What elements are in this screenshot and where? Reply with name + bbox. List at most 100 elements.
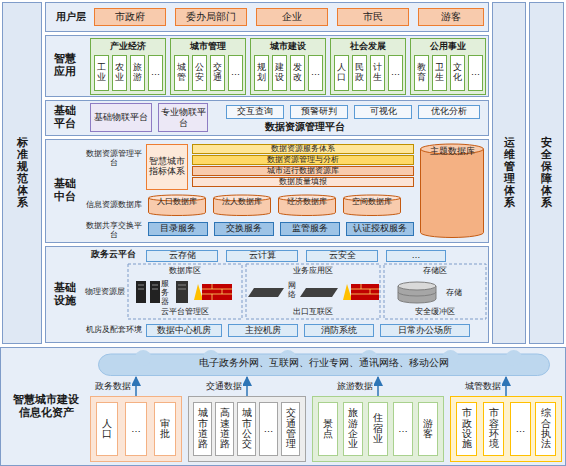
asset-item: 游客: [418, 402, 438, 456]
node-text: 文化: [453, 63, 462, 83]
app-group: 城市建设规划建设发改…: [250, 38, 326, 95]
node-text: 云计算: [249, 251, 276, 261]
node-text: …: [151, 68, 160, 78]
app-item: 建设: [272, 55, 287, 91]
function-box: 预警研判: [290, 105, 348, 119]
node-text: 发改: [293, 63, 302, 83]
function-box: 交互查询: [226, 105, 284, 119]
side-column: 运维管理体系: [492, 2, 526, 344]
annotation-label: 信息资源数据库: [84, 200, 144, 209]
edge-label: 政务数据: [94, 381, 132, 391]
cloud-service-box: …: [386, 250, 446, 262]
node-text: 城管: [177, 63, 186, 83]
node-text: 日常办公场所: [398, 326, 452, 336]
cloud-service-box: 云计算: [226, 250, 298, 262]
asset-item: 城市公交: [237, 402, 256, 456]
node-text: 智慧应用: [53, 53, 77, 78]
node-text: 市政府: [115, 12, 145, 23]
node-text: …: [311, 68, 320, 78]
annotation-label: 服务器: [161, 279, 169, 307]
asset-item: 市容环境: [483, 402, 504, 456]
node-text: 人口: [337, 63, 346, 83]
edge-label: 交通数据: [205, 381, 243, 391]
annotation-label: 数据资源管理平台: [86, 149, 142, 167]
app-item: …: [388, 55, 403, 91]
node-text: 用户层: [53, 11, 89, 23]
node-text: 交通: [213, 63, 222, 83]
cloud-service-box: 云存储: [146, 250, 218, 262]
node-text: 基础物联平台: [94, 112, 148, 122]
node-text: 规划: [257, 63, 266, 83]
asset-item: 高速道路: [215, 402, 234, 456]
cloud-service-box: 数据中心机房: [146, 324, 222, 337]
annotation-label: 云平台管理区: [128, 307, 242, 316]
app-item: …: [148, 55, 163, 91]
node-text: …: [391, 68, 400, 78]
node-text: …: [131, 424, 141, 434]
node-text: 计生: [373, 63, 382, 83]
node-text: 建设: [275, 63, 284, 83]
platform-box: 基础物联平台: [90, 103, 152, 132]
app-item: 卫生: [432, 55, 447, 91]
node-text: 智慧城市指标体系: [148, 157, 186, 177]
network-cloud: 电子政务外网、互联网、行业专网、通讯网络、移动公网: [98, 350, 550, 376]
database-cylinder: 人口数据库: [148, 195, 206, 216]
node-text: 电子政务外网、互联网、行业专网、通讯网络、移动公网: [199, 358, 449, 369]
data-bar: 数据质量填报: [192, 177, 414, 187]
node-text: …: [471, 68, 480, 78]
app-item: 公安: [192, 55, 207, 91]
annotation-label: 数据库区: [128, 266, 242, 275]
node-text: 游客: [423, 419, 433, 440]
node-text: 景点: [323, 419, 333, 440]
node-text: 市民: [363, 12, 383, 23]
user-box: 市民: [337, 8, 409, 26]
node-text: 产业经济: [110, 41, 146, 51]
app-group: 社会发展人口民政计生…: [330, 38, 406, 95]
user-box: 委办局部门: [175, 8, 247, 26]
asset-item: 景点: [318, 402, 338, 456]
user-box: 企业: [256, 8, 328, 26]
node-text: 预警研判: [301, 107, 337, 117]
app-item: 规划: [254, 55, 269, 91]
app-item: 人口: [334, 55, 349, 91]
annotation-label: 数据共享交换平台: [86, 221, 142, 239]
layer-band: 用户层 市政府 委办局部门 企业 市民 游客: [45, 2, 489, 32]
index-box: 智慧城市指标体系: [146, 144, 188, 190]
app-item: …: [228, 55, 243, 91]
platform-box: 专业物联平台: [158, 103, 208, 132]
node-text: 经济数据库: [287, 197, 327, 206]
annotation-label: 政务云平台: [84, 249, 142, 259]
app-item: …: [468, 55, 483, 91]
annotation-label: 网络: [288, 281, 296, 299]
node-text: 人口: [102, 419, 112, 440]
node-text: 空间数据库: [352, 197, 392, 206]
service-box: 交换服务: [214, 222, 274, 236]
database-cylinder: 法人数据库: [213, 195, 271, 216]
asset-item: 城市道路: [193, 402, 212, 456]
side-column: 标准规范体系: [2, 2, 42, 344]
app-item: 教育: [414, 55, 429, 91]
data-bar: 数据资源服务体系: [192, 144, 414, 154]
annotation-label: 数据资源管理平台: [235, 121, 375, 133]
layer-band: 智慧应用产业经济工业农业旅游…城市管理城管公安交通…城市建设规划建设发改…社会发…: [45, 35, 489, 97]
data-bar: 城市运行数据资源库: [192, 166, 414, 176]
node-text: 委办局部门: [186, 12, 236, 23]
asset-group: 城市道路高速道路城市公交…交通管理: [188, 396, 306, 462]
node-text: 数据中心机房: [157, 326, 211, 336]
node-text: 游客: [441, 12, 461, 23]
node-text: 目录服务: [160, 224, 196, 234]
node-text: 云存储: [169, 251, 196, 261]
node-text: 公安: [195, 63, 204, 83]
node-text: 卫生: [435, 63, 444, 83]
app-item: 民政: [352, 55, 367, 91]
node-text: 数据质量填报: [279, 178, 327, 186]
app-item: 农业: [112, 55, 127, 91]
node-text: 优化分析: [431, 107, 467, 117]
node-text: 市政设施: [462, 408, 472, 450]
app-item: 城管: [174, 55, 189, 91]
node-text: 市容环境: [489, 408, 499, 450]
annotation-label: 存储: [442, 288, 466, 297]
zone-outline: [384, 264, 486, 319]
node-text: 标准规范体系: [17, 137, 28, 210]
